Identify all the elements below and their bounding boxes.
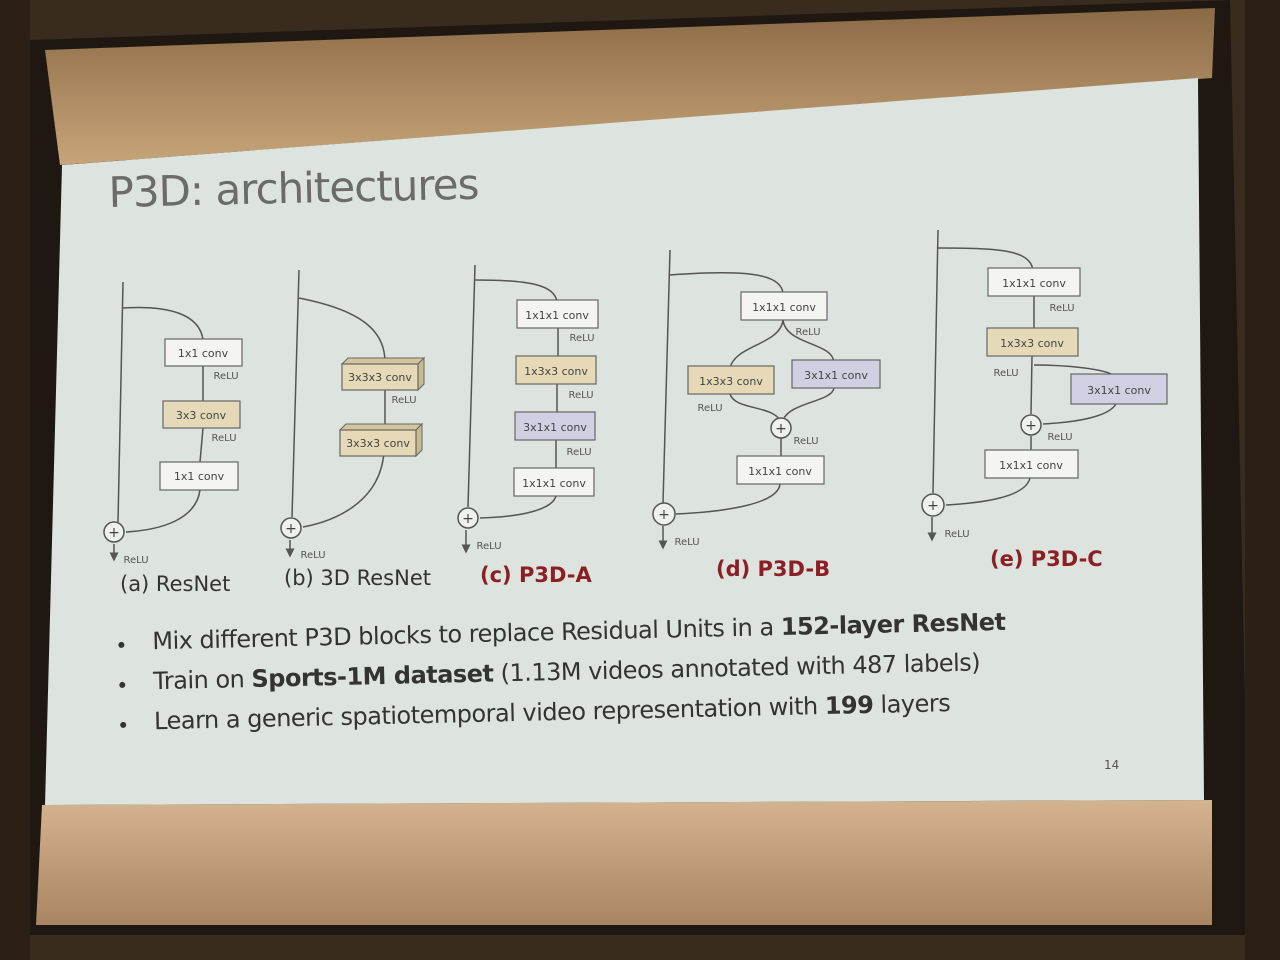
relu-label: ReLU — [566, 447, 591, 458]
conv-box-label: 1x1x1 conv — [1002, 277, 1066, 290]
sum-node-e: + — [927, 498, 939, 514]
conv-box-label: 1x1x1 conv — [522, 477, 586, 490]
conv-box-label: 1x3x3 conv — [1000, 337, 1064, 350]
relu-label: ReLU — [213, 371, 238, 382]
caption-p3d-c: (e) P3D-C — [990, 547, 1103, 571]
conv-box-label: 1x1x1 conv — [999, 459, 1063, 472]
conv-box — [987, 267, 1081, 297]
relu-label: ReLU — [944, 529, 969, 540]
diagram-resnet — [103, 281, 204, 562]
caption-p3d-b: (d) P3D-B — [716, 557, 831, 581]
bullet-dot — [118, 641, 125, 648]
slide-surface — [45, 78, 1204, 805]
page-number: 14 — [1104, 758, 1120, 772]
conv-box-depth — [417, 356, 425, 392]
caption-p3d-a: (c) P3D-A — [480, 563, 592, 587]
relu-label: ReLU — [1049, 303, 1074, 314]
conv-box — [687, 365, 775, 395]
conv-box-depth — [338, 423, 424, 431]
screen-lower — [36, 800, 1212, 925]
sum-node-d-inner: + — [775, 421, 787, 437]
relu-label: ReLU — [300, 550, 325, 561]
bullet-dot — [119, 681, 126, 688]
relu-label: ReLU — [211, 433, 236, 444]
sum-node-c: + — [462, 511, 474, 527]
conv-box-label: 3x3 conv — [176, 409, 227, 422]
sum-node-d: + — [658, 507, 670, 523]
sum-node-e-inner: + — [1025, 418, 1037, 434]
conv-box — [162, 400, 241, 429]
left-curtain — [0, 0, 30, 960]
conv-box — [164, 338, 243, 367]
bullet-list: Mix different P3D blocks to replace Resi… — [118, 605, 1120, 748]
conv-box-label: 3x3x3 conv — [348, 371, 412, 384]
conv-box — [1070, 373, 1168, 405]
diagram-p3d-c — [921, 229, 1118, 542]
conv-box — [341, 363, 419, 391]
conv-box — [986, 327, 1079, 357]
diagram-p3d-a — [457, 264, 559, 554]
conv-box — [736, 455, 825, 485]
conv-box-label: 1x1 conv — [178, 347, 229, 360]
diagram-p3d-b — [652, 249, 835, 550]
conv-box-label: 3x1x1 conv — [804, 369, 868, 382]
conv-box-label: 3x3x3 conv — [346, 437, 410, 450]
conv-box-label: 1x3x3 conv — [524, 365, 588, 378]
conv-box-label: 1x1 conv — [174, 470, 225, 483]
conv-box-label: 1x1x1 conv — [752, 301, 816, 314]
relu-label: ReLU — [993, 368, 1018, 379]
conv-box-label: 3x1x1 conv — [1087, 384, 1151, 397]
relu-label: ReLU — [569, 333, 594, 344]
conv-box-label: 1x1x1 conv — [748, 465, 812, 478]
relu-label: ReLU — [391, 395, 416, 406]
conv-box-label: 1x3x3 conv — [699, 375, 763, 388]
conv-box — [984, 449, 1079, 479]
conv-box — [516, 299, 599, 329]
conv-box — [791, 359, 881, 389]
conv-box-depth — [340, 357, 426, 365]
conv-box-label: 1x1x1 conv — [525, 309, 589, 322]
bullet-dot — [120, 721, 127, 728]
caption-resnet: (a) ResNet — [120, 572, 231, 596]
relu-label: ReLU — [123, 555, 148, 566]
sum-node-b: + — [285, 521, 297, 537]
sum-nodes: + + + + + + + — [108, 418, 1037, 541]
conv-box — [740, 291, 828, 321]
conv-box-label: 3x1x1 conv — [523, 421, 587, 434]
relu-label: ReLU — [568, 390, 593, 401]
sum-node-a: + — [108, 525, 120, 541]
right-curtain — [1245, 0, 1280, 960]
screen-upper — [45, 8, 1215, 165]
conv-box — [159, 461, 239, 491]
relu-label: ReLU — [674, 537, 699, 548]
conv-box — [513, 467, 595, 497]
conv-box — [514, 411, 596, 441]
conv-box — [339, 429, 417, 457]
caption-3d-resnet: (b) 3D ResNet — [284, 566, 431, 590]
relu-label: ReLU — [793, 436, 818, 447]
relu-label: ReLU — [476, 541, 501, 552]
relu-label: ReLU — [1047, 432, 1072, 443]
conv-box — [515, 355, 597, 385]
relu-label: ReLU — [697, 403, 722, 414]
relu-label: ReLU — [795, 327, 820, 338]
diagram-3d-resnet — [280, 269, 386, 558]
conv-box-depth — [415, 422, 423, 458]
